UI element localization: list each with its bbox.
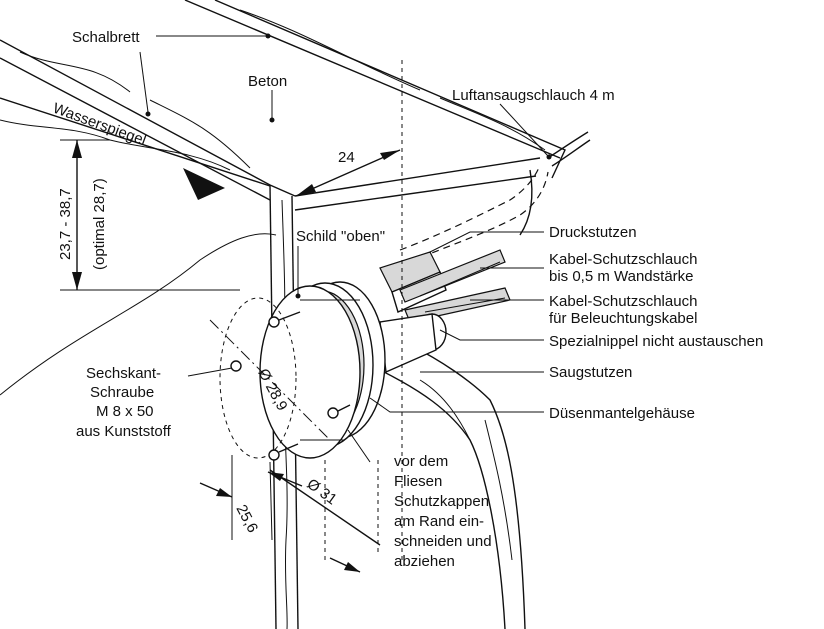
hose-channel: [379, 131, 591, 629]
label-kabel1-line1: Kabel-Schutzschlauch: [549, 251, 697, 268]
dim-water-depth: [60, 139, 240, 291]
label-schild: Schild "oben": [296, 228, 385, 245]
label-kabel2-line1: Kabel-Schutzschlauch: [549, 293, 697, 310]
screw-right: [327, 404, 351, 419]
dim-bottom: [199, 455, 381, 573]
label-saugstutzen: Saugstutzen: [549, 364, 632, 381]
label-spezialnippel: Spezialnippel nicht austauschen: [549, 333, 763, 350]
label-druckstutzen: Druckstutzen: [549, 224, 637, 241]
screw-bottom: [268, 443, 299, 461]
screws: [230, 311, 351, 461]
screw-left: [230, 360, 242, 372]
label-note-line5: schneiden und: [394, 533, 492, 550]
label-schalbrett: Schalbrett: [72, 29, 140, 46]
label-kabel2-line2: für Beleuchtungskabel: [549, 310, 697, 327]
label-wasserspiegel: Wasserspiegel: [51, 100, 149, 149]
label-dim-256: 25,6: [232, 502, 261, 536]
label-luftansaug: Luftansaugschlauch 4 m: [452, 87, 615, 104]
water-level-marker: [183, 168, 225, 200]
label-duesen: Düsenmantelgehäuse: [549, 405, 695, 422]
tubes: [379, 249, 511, 374]
dim-24: [295, 60, 403, 560]
label-beton: Beton: [248, 73, 287, 90]
screw-top: [268, 311, 301, 328]
label-note-line1: vor dem: [394, 453, 448, 470]
label-dim-optimal: (optimal 28,7): [91, 178, 108, 270]
label-schraube-line4: aus Kunststoff: [76, 423, 172, 440]
label-schraube-line2: Schraube: [90, 384, 154, 401]
label-dim-24: 24: [338, 149, 355, 166]
label-note-line3: Schutzkappen: [394, 493, 489, 510]
label-note-line4: am Rand ein-: [394, 513, 484, 530]
screw-circle: [209, 297, 331, 459]
label-schraube-line3: M 8 x 50: [96, 403, 154, 420]
water-surface: [0, 97, 277, 396]
label-kabel1-line2: bis 0,5 m Wandstärke: [549, 268, 694, 285]
label-schraube-line1: Sechskant-: [86, 365, 161, 382]
label-dim-range: 23,7 - 38,7: [57, 188, 74, 260]
label-d31: Ø 31: [304, 475, 340, 508]
formwork-board: [0, 0, 566, 211]
leader-lines: [139, 33, 552, 463]
label-note-line2: Fliesen: [394, 473, 442, 490]
label-note-line6: abziehen: [394, 553, 455, 570]
nozzle-housing: [259, 281, 386, 459]
